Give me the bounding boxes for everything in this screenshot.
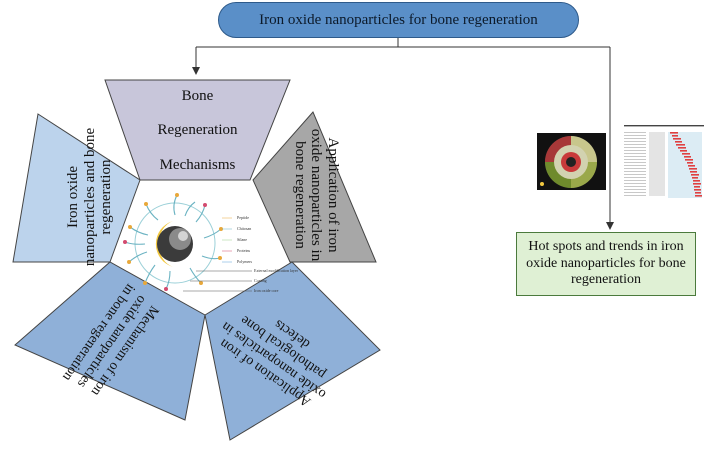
title-box: Iron oxide nanoparticles for bone regene… (218, 2, 579, 38)
mechanisms-line-2: Regeneration (157, 121, 238, 138)
nanoparticle-illustration: Peptide Chitosan Silane Proteins Polymer… (123, 193, 299, 293)
nanoparticle-text: Peptide Chitosan Silane Proteins Polymer… (237, 215, 299, 293)
segment-bottom-right (204, 261, 381, 441)
legend-swatches (222, 217, 232, 263)
legend-proteins: Proteins (237, 248, 251, 253)
mechanisms-line-1: Bone (181, 87, 214, 104)
hotspots-text: Hot spots and trends in iron oxide nanop… (526, 238, 686, 288)
arrow-head-left (192, 67, 200, 75)
label-external-layer: External modification layer (254, 268, 299, 273)
table-text-lines (624, 125, 704, 196)
label-right-top: Application of iron oxide nanoparticles … (291, 128, 342, 262)
circular-plot-thumbnail (537, 133, 606, 190)
label-core: Iron oxide core (254, 288, 279, 293)
label-coating: Coating (254, 278, 267, 283)
protein-marks (123, 203, 207, 291)
table-trend-bars (670, 132, 702, 197)
coating-crescent (155, 221, 173, 267)
title-text: Iron oxide nanoparticles for bone regene… (259, 11, 538, 28)
core-shine (178, 231, 188, 241)
ligand-tips (127, 193, 223, 285)
legend-polymers: Polymers (237, 259, 253, 264)
mechanisms-line-3: Mechanisms (159, 156, 236, 173)
segment-right-top (252, 111, 377, 263)
segment-mechanisms (104, 79, 291, 181)
legend-silane: Silane (237, 237, 247, 242)
arrow-head-right (606, 222, 614, 230)
modification-layer (134, 202, 216, 284)
hotspots-box: Hot spots and trends in iron oxide nanop… (516, 232, 696, 296)
table-thumbnail (622, 123, 706, 201)
label-leaders (183, 270, 252, 292)
legend-chitosan: Chitosan (237, 226, 251, 231)
label-left-top: Iron oxide nanoparticles and bone regene… (64, 127, 115, 267)
legend-peptide: Peptide (237, 215, 249, 220)
